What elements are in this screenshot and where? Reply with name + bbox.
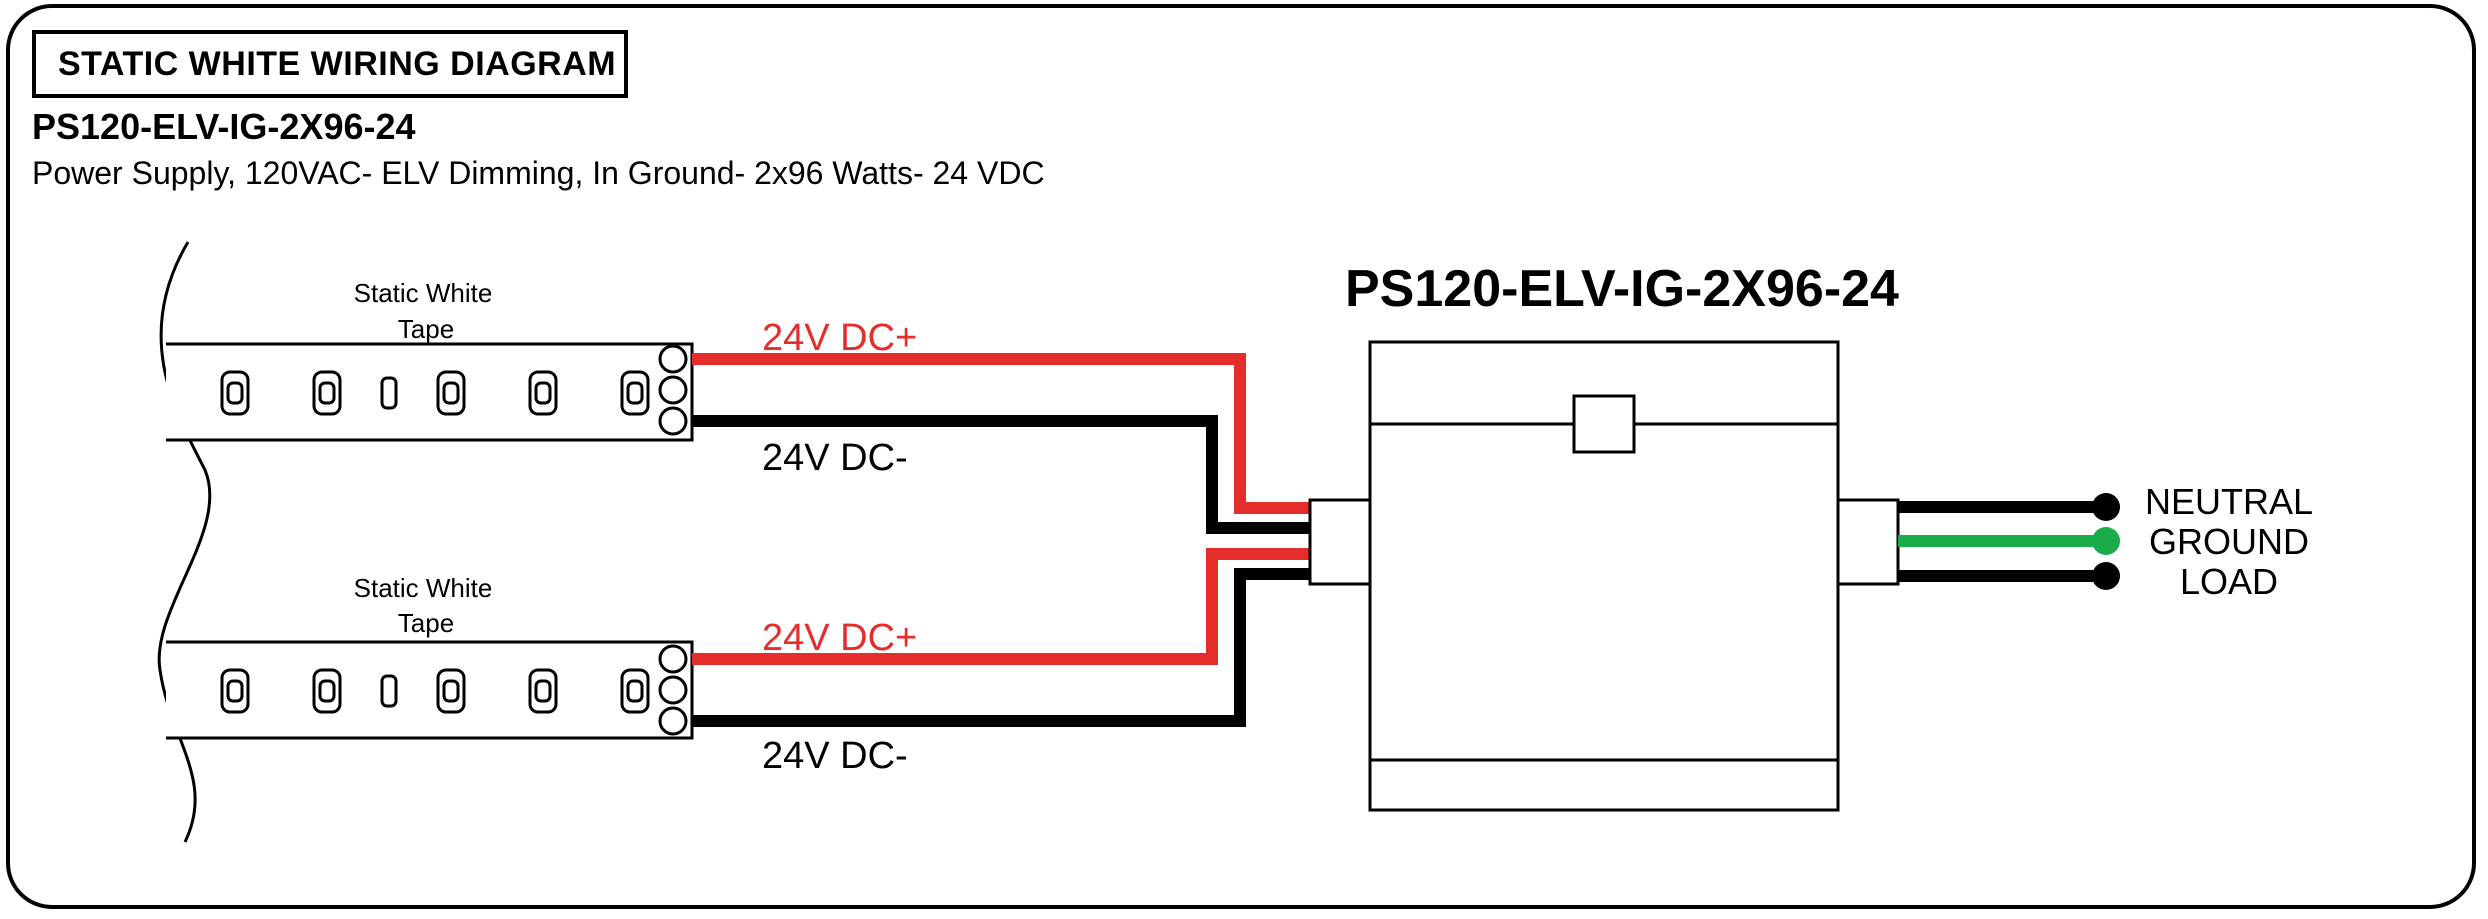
model-number: PS120-ELV-IG-2X96-24 (32, 106, 416, 147)
tape-2-solder-pad (658, 706, 688, 736)
tape-1-resistor (380, 376, 398, 410)
tape-1-strip (166, 342, 694, 442)
tape-1-solder-pad (658, 375, 688, 405)
tape-2-positive-label: 24V DC+ (762, 617, 917, 659)
power-supply-dc-connector (1308, 498, 1372, 586)
tape-2-negative-wire (692, 568, 1310, 727)
tape-1-led (620, 370, 650, 416)
tape-2-led (620, 668, 650, 714)
tape-1-positive-label: 24V DC+ (762, 317, 917, 359)
diagram-frame (6, 4, 2476, 909)
tape-1-led (312, 370, 342, 416)
tape-2-led (528, 668, 558, 714)
tape-2-positive-wire (692, 548, 1310, 665)
load-terminal (2092, 562, 2120, 590)
tape-2-resistor (380, 674, 398, 708)
tape-1-led (436, 370, 466, 416)
tape-break-line (157, 241, 212, 843)
power-supply-label: PS120-ELV-IG-2X96-24 (1345, 260, 1899, 318)
tape-2-label-line2: Tape (398, 608, 454, 638)
tape-2-label-line1: Static White (354, 573, 493, 603)
tape-1-positive-wire (692, 353, 1310, 514)
tape-2-led (312, 668, 342, 714)
power-supply-indicator (1572, 394, 1636, 454)
tape-1-label-line1: Static White (354, 278, 493, 308)
tape-2: Static White Tape (166, 573, 694, 740)
tape-2-led (220, 668, 250, 714)
ground-terminal (2092, 527, 2120, 555)
tape-1-negative-wire (692, 415, 1310, 534)
tape-2-led (436, 668, 466, 714)
diagram-title: STATIC WHITE WIRING DIAGRAM (58, 44, 617, 83)
tape-1-led (220, 370, 250, 416)
power-supply-ac-connector (1836, 498, 1900, 586)
tape-1-led (528, 370, 558, 416)
load-label: LOAD (2180, 561, 2278, 602)
tape-1-solder-pad (658, 344, 688, 374)
tape-2-solder-pad (658, 675, 688, 705)
model-description: Power Supply, 120VAC- ELV Dimming, In Gr… (32, 155, 1045, 191)
tape-1-solder-pad (658, 406, 688, 436)
tape-2-negative-label: 24V DC- (762, 735, 908, 777)
ground-label: GROUND (2149, 521, 2309, 562)
tape-2-strip (166, 640, 694, 740)
power-supply: PS120-ELV-IG-2X96-24 (1308, 260, 1900, 812)
title-box: STATIC WHITE WIRING DIAGRAM (32, 30, 628, 98)
tape-1-label-line2: Tape (398, 314, 454, 344)
tape-1-negative-label: 24V DC- (762, 437, 908, 479)
tape-2-solder-pad (658, 644, 688, 674)
neutral-terminal (2092, 493, 2120, 521)
tape-1: Static White Tape (166, 278, 694, 442)
neutral-label: NEUTRAL (2145, 481, 2313, 522)
